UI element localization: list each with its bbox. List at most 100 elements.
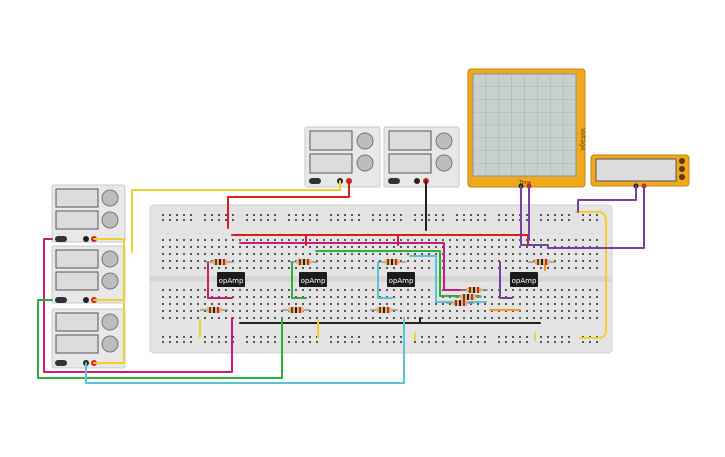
breadboard-hole[interactable] bbox=[218, 246, 220, 248]
breadboard-hole[interactable] bbox=[505, 303, 507, 305]
breadboard-hole[interactable] bbox=[309, 296, 311, 298]
breadboard-hole[interactable] bbox=[393, 267, 395, 269]
breadboard-hole[interactable] bbox=[470, 317, 472, 319]
breadboard-hole[interactable] bbox=[302, 317, 304, 319]
breadboard-hole[interactable] bbox=[274, 296, 276, 298]
breadboard-hole[interactable] bbox=[295, 219, 297, 221]
breadboard-hole[interactable] bbox=[547, 267, 549, 269]
breadboard-hole[interactable] bbox=[526, 260, 528, 262]
breadboard-hole[interactable] bbox=[253, 267, 255, 269]
breadboard-hole[interactable] bbox=[400, 310, 402, 312]
breadboard-hole[interactable] bbox=[596, 239, 598, 241]
breadboard-hole[interactable] bbox=[442, 303, 444, 305]
breadboard-hole[interactable] bbox=[547, 219, 549, 221]
breadboard-hole[interactable] bbox=[414, 310, 416, 312]
breadboard-hole[interactable] bbox=[463, 310, 465, 312]
breadboard-hole[interactable] bbox=[596, 317, 598, 319]
breadboard-hole[interactable] bbox=[407, 296, 409, 298]
breadboard-hole[interactable] bbox=[288, 219, 290, 221]
breadboard-hole[interactable] bbox=[183, 310, 185, 312]
breadboard-hole[interactable] bbox=[309, 317, 311, 319]
breadboard-hole[interactable] bbox=[463, 214, 465, 216]
breadboard-hole[interactable] bbox=[421, 336, 423, 338]
breadboard-hole[interactable] bbox=[351, 296, 353, 298]
breadboard-hole[interactable] bbox=[456, 239, 458, 241]
breadboard-hole[interactable] bbox=[323, 260, 325, 262]
breadboard-hole[interactable] bbox=[204, 336, 206, 338]
breadboard-hole[interactable] bbox=[554, 336, 556, 338]
breadboard-hole[interactable] bbox=[393, 296, 395, 298]
breadboard-hole[interactable] bbox=[351, 310, 353, 312]
breadboard-hole[interactable] bbox=[526, 310, 528, 312]
breadboard-hole[interactable] bbox=[183, 341, 185, 343]
negative-terminal[interactable] bbox=[83, 297, 89, 303]
breadboard-hole[interactable] bbox=[190, 260, 192, 262]
breadboard-hole[interactable] bbox=[176, 214, 178, 216]
breadboard-hole[interactable] bbox=[449, 239, 451, 241]
breadboard-hole[interactable] bbox=[169, 336, 171, 338]
breadboard-hole[interactable] bbox=[498, 336, 500, 338]
breadboard-hole[interactable] bbox=[582, 253, 584, 255]
breadboard-hole[interactable] bbox=[358, 239, 360, 241]
breadboard-hole[interactable] bbox=[253, 296, 255, 298]
breadboard-hole[interactable] bbox=[470, 239, 472, 241]
breadboard-hole[interactable] bbox=[232, 260, 234, 262]
breadboard-hole[interactable] bbox=[463, 239, 465, 241]
breadboard-hole[interactable] bbox=[393, 219, 395, 221]
breadboard-hole[interactable] bbox=[337, 267, 339, 269]
breadboard-hole[interactable] bbox=[176, 267, 178, 269]
breadboard-hole[interactable] bbox=[365, 246, 367, 248]
breadboard-hole[interactable] bbox=[582, 341, 584, 343]
breadboard-hole[interactable] bbox=[554, 239, 556, 241]
breadboard-hole[interactable] bbox=[400, 214, 402, 216]
breadboard-hole[interactable] bbox=[218, 336, 220, 338]
breadboard-hole[interactable] bbox=[414, 303, 416, 305]
breadboard-hole[interactable] bbox=[575, 303, 577, 305]
breadboard-hole[interactable] bbox=[393, 303, 395, 305]
breadboard-hole[interactable] bbox=[302, 246, 304, 248]
breadboard-hole[interactable] bbox=[204, 303, 206, 305]
breadboard-hole[interactable] bbox=[183, 219, 185, 221]
breadboard-hole[interactable] bbox=[365, 317, 367, 319]
breadboard-hole[interactable] bbox=[246, 219, 248, 221]
breadboard-hole[interactable] bbox=[435, 310, 437, 312]
power-supply-left-3[interactable] bbox=[51, 308, 126, 369]
breadboard-hole[interactable] bbox=[204, 289, 206, 291]
breadboard-hole[interactable] bbox=[267, 267, 269, 269]
opamp-chip-4[interactable]: opAmp bbox=[510, 272, 538, 287]
breadboard-hole[interactable] bbox=[337, 219, 339, 221]
breadboard-hole[interactable] bbox=[379, 219, 381, 221]
breadboard-hole[interactable] bbox=[253, 219, 255, 221]
breadboard-hole[interactable] bbox=[316, 310, 318, 312]
breadboard-hole[interactable] bbox=[435, 303, 437, 305]
breadboard-hole[interactable] bbox=[204, 214, 206, 216]
breadboard-hole[interactable] bbox=[386, 317, 388, 319]
breadboard-hole[interactable] bbox=[470, 336, 472, 338]
breadboard-hole[interactable] bbox=[561, 310, 563, 312]
breadboard-hole[interactable] bbox=[435, 239, 437, 241]
breadboard-hole[interactable] bbox=[260, 239, 262, 241]
breadboard-hole[interactable] bbox=[309, 341, 311, 343]
breadboard-hole[interactable] bbox=[505, 246, 507, 248]
breadboard-hole[interactable] bbox=[197, 267, 199, 269]
breadboard-hole[interactable] bbox=[540, 253, 542, 255]
current-knob[interactable] bbox=[435, 154, 453, 172]
breadboard-hole[interactable] bbox=[421, 303, 423, 305]
breadboard-hole[interactable] bbox=[232, 219, 234, 221]
breadboard-hole[interactable] bbox=[225, 303, 227, 305]
breadboard-hole[interactable] bbox=[309, 214, 311, 216]
power-supply-top-1[interactable] bbox=[304, 126, 381, 188]
breadboard-hole[interactable] bbox=[330, 336, 332, 338]
multimeter[interactable] bbox=[590, 154, 690, 189]
breadboard-hole[interactable] bbox=[554, 303, 556, 305]
breadboard-hole[interactable] bbox=[540, 219, 542, 221]
breadboard-hole[interactable] bbox=[372, 317, 374, 319]
breadboard-hole[interactable] bbox=[393, 317, 395, 319]
breadboard-hole[interactable] bbox=[456, 214, 458, 216]
breadboard-hole[interactable] bbox=[533, 317, 535, 319]
breadboard-hole[interactable] bbox=[218, 317, 220, 319]
breadboard-hole[interactable] bbox=[197, 253, 199, 255]
breadboard-hole[interactable] bbox=[379, 267, 381, 269]
breadboard-hole[interactable] bbox=[568, 214, 570, 216]
breadboard-hole[interactable] bbox=[393, 239, 395, 241]
